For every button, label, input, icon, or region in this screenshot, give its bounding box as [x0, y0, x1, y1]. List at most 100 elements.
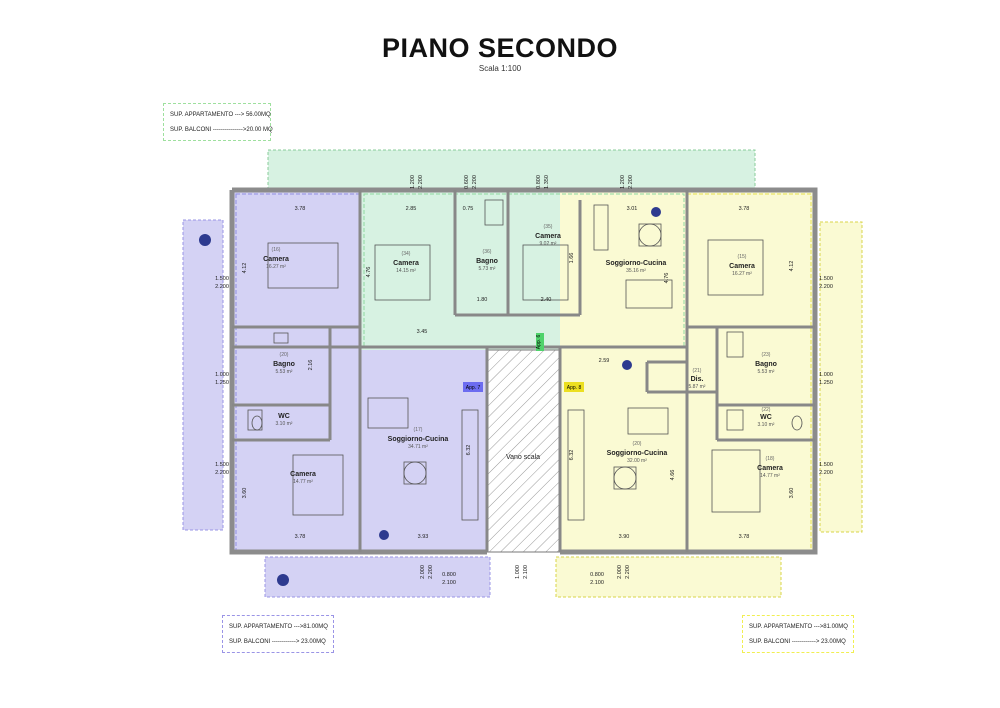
room-num: (22) — [762, 407, 771, 413]
room-label: Camera — [757, 465, 783, 472]
room-area: 32.00 m² — [627, 458, 647, 464]
room-label: Vano scala — [506, 454, 540, 461]
room-area: 35.16 m² — [626, 268, 646, 274]
room-label: Soggiorno-Cucina — [606, 260, 667, 267]
dim-label: 3.78 — [739, 206, 750, 212]
dim-label: 6.32 — [466, 445, 472, 456]
room-num: (34) — [402, 251, 411, 257]
dim-label: 2.200 — [428, 565, 434, 579]
room-label: WC — [760, 414, 772, 421]
room-label: Bagno — [476, 258, 498, 265]
dim-label: 1.200 — [410, 175, 416, 189]
bed-right-top — [707, 239, 764, 296]
dim-label: 2.200 — [418, 175, 424, 189]
room-area: 3.10 m² — [276, 421, 293, 427]
tag-app8: App. 8 — [567, 385, 582, 391]
dim-label: 1.500 — [819, 462, 833, 468]
room-area: 16.27 m² — [266, 264, 286, 270]
dim-label: 2.000 — [420, 565, 426, 579]
room-num: (20) — [280, 352, 289, 358]
legend-balcony-area: SUP. BALCONI ------------> 23.00MQ — [749, 639, 846, 645]
bed-mid — [374, 244, 431, 301]
dim-label: 2.100 — [442, 580, 456, 586]
balcony-left — [182, 219, 224, 531]
legend-green-apartment: SUP. APPARTAMENTO ---> 56.00MQ SUP. BALC… — [163, 103, 273, 141]
legend-balcony-area: SUP. BALCONI --------------->20.00 MQ — [170, 127, 273, 133]
dim-label: 2.200 — [628, 175, 634, 189]
dim-label: 4.12 — [242, 263, 248, 274]
room-label: Camera — [535, 233, 561, 240]
legend-app-area: SUP. APPARTAMENTO ---> 56.00MQ — [170, 112, 271, 118]
room-num: (17) — [414, 427, 423, 433]
dim-label: 1.000 — [215, 372, 229, 378]
room-label: Camera — [290, 471, 316, 478]
dim-label: 3.93 — [418, 534, 429, 540]
room-label: Bagno — [273, 361, 295, 368]
room-label: Camera — [393, 260, 419, 267]
room-area: 5.87 m² — [689, 384, 706, 390]
balcony-top — [267, 149, 756, 189]
room-area: 9.02 m² — [540, 241, 557, 247]
room-area: 14.77 m² — [293, 479, 313, 485]
plant-icon-bottom-left — [277, 574, 289, 586]
dim-label: 3.78 — [295, 534, 306, 540]
dim-label: 1.250 — [215, 380, 229, 386]
dim-label: 4.76 — [664, 273, 670, 284]
room-label: Camera — [263, 256, 289, 263]
dim-label: 2.85 — [406, 206, 417, 212]
room-num: (23) — [762, 352, 771, 358]
dim-label: 2.200 — [819, 470, 833, 476]
balcony-bottom-left — [264, 556, 491, 598]
dim-label: 3.78 — [739, 534, 750, 540]
dim-label: 3.60 — [242, 488, 248, 499]
dim-label: 1.250 — [819, 380, 833, 386]
dim-label: 2.59 — [599, 358, 610, 364]
dim-label: 2.16 — [308, 360, 314, 371]
dim-label: 1.000 — [819, 372, 833, 378]
tag-app6: App. 6 — [536, 335, 542, 350]
apartment-yellow-top — [685, 190, 815, 350]
legend-balcony-area: SUP. BALCONI ------------> 23.00MQ — [229, 639, 326, 645]
dim-label: 2.200 — [819, 284, 833, 290]
dim-label: 1.80 — [477, 297, 488, 303]
dim-label: 1.200 — [620, 175, 626, 189]
dim-label: 1.500 — [215, 462, 229, 468]
dim-label: 1.66 — [569, 253, 575, 264]
dim-label: 1.000 — [515, 565, 521, 579]
dim-label: 0.800 — [590, 572, 604, 578]
plant-icon-right — [622, 360, 632, 370]
room-area: 14.15 m² — [396, 268, 416, 274]
scale-label: Scala 1:100 — [478, 64, 522, 73]
dim-label: 2.200 — [472, 175, 478, 189]
dim-label: 2.100 — [523, 565, 529, 579]
room-label: Soggiorno-Cucina — [607, 450, 668, 457]
dim-label: 1.500 — [819, 276, 833, 282]
dim-label: 1.350 — [544, 175, 550, 189]
bed-right-bottom — [711, 449, 761, 513]
dim-label: 1.500 — [215, 276, 229, 282]
plant-icon-top — [651, 207, 661, 217]
dim-label: 2.200 — [215, 470, 229, 476]
dim-label: 0.800 — [536, 175, 542, 189]
room-num: (36) — [483, 249, 492, 255]
room-label: Dis. — [691, 376, 704, 383]
legend-app-area: SUP. APPARTAMENTO --->81.00MQ — [229, 624, 328, 630]
room-num: (35) — [544, 224, 553, 230]
bed-left-top — [267, 242, 339, 289]
dim-label: 0.600 — [464, 175, 470, 189]
dim-label: 3.45 — [417, 329, 428, 335]
room-num: (16) — [272, 247, 281, 253]
room-label: Bagno — [755, 361, 777, 368]
room-num: (15) — [738, 254, 747, 260]
dim-label: 3.60 — [789, 488, 795, 499]
balcony-bottom-right — [555, 556, 782, 598]
dim-label: 2.200 — [625, 565, 631, 579]
page-title: PIANO SECONDO — [381, 33, 619, 63]
room-area: 34.71 m² — [408, 444, 428, 450]
legend-yellow-apartment: SUP. APPARTAMENTO --->81.00MQ SUP. BALCO… — [742, 615, 854, 653]
plant-icon-mid — [379, 530, 389, 540]
dim-label: 4.12 — [789, 261, 795, 272]
room-area: 3.10 m² — [758, 422, 775, 428]
dim-label: 3.90 — [619, 534, 630, 540]
